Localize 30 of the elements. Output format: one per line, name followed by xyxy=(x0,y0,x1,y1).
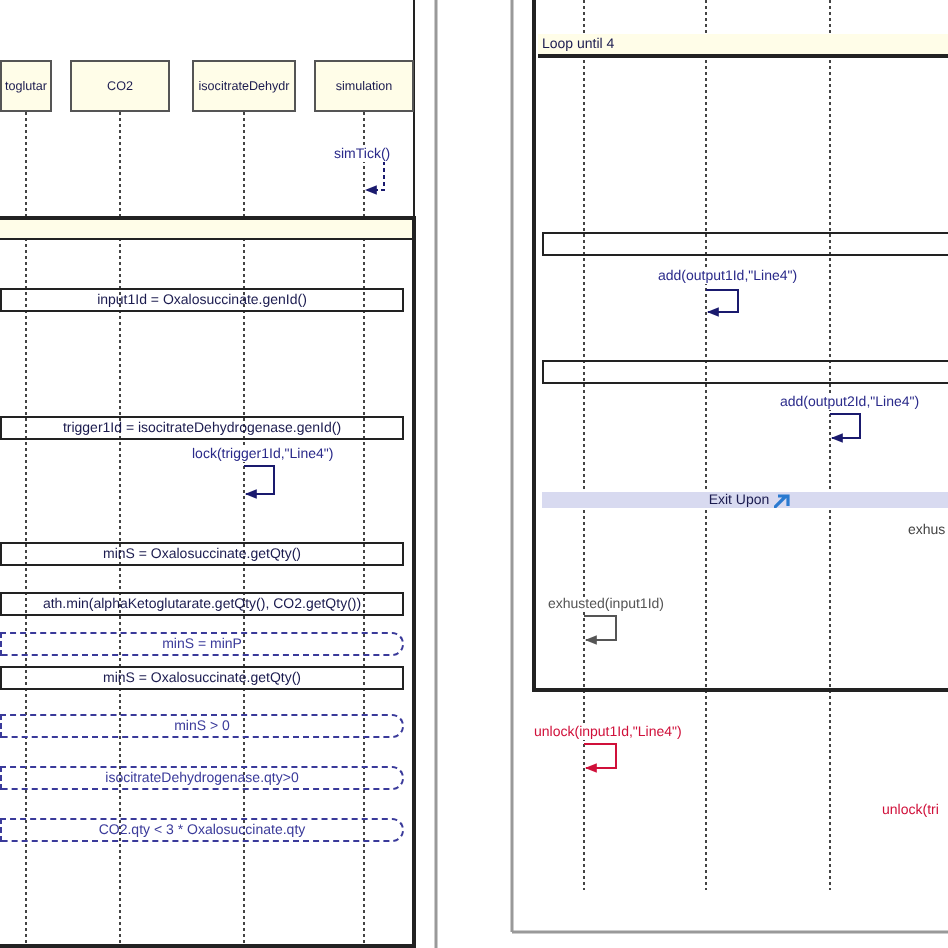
note-box xyxy=(0,592,404,616)
lifeline xyxy=(705,0,707,891)
lifeline-header xyxy=(0,60,52,112)
lifeline xyxy=(829,0,831,891)
lifeline xyxy=(583,0,585,891)
condition-box xyxy=(0,766,404,790)
lifeline xyxy=(363,111,365,948)
condition-box xyxy=(0,818,404,842)
loop-header xyxy=(538,34,948,58)
lifeline xyxy=(119,111,121,948)
note-box xyxy=(0,542,404,566)
self-message-arrow xyxy=(583,743,617,773)
note-box xyxy=(0,288,404,312)
fragment-frame xyxy=(0,216,416,948)
note-box xyxy=(0,666,404,690)
self-message-arrow xyxy=(243,465,275,499)
self-message-arrow xyxy=(583,615,617,645)
note-box xyxy=(542,232,948,256)
self-message-arrow xyxy=(705,289,739,317)
lifeline-header xyxy=(70,60,170,112)
lifeline xyxy=(243,111,245,948)
lifeline-header xyxy=(192,60,296,112)
exit-band xyxy=(542,492,948,508)
note-box xyxy=(542,360,948,384)
note-box xyxy=(0,416,404,440)
lifeline xyxy=(25,111,27,948)
self-message-arrow xyxy=(829,413,861,443)
condition-box xyxy=(0,714,404,738)
lifeline-header xyxy=(314,60,414,112)
condition-box xyxy=(0,632,404,656)
